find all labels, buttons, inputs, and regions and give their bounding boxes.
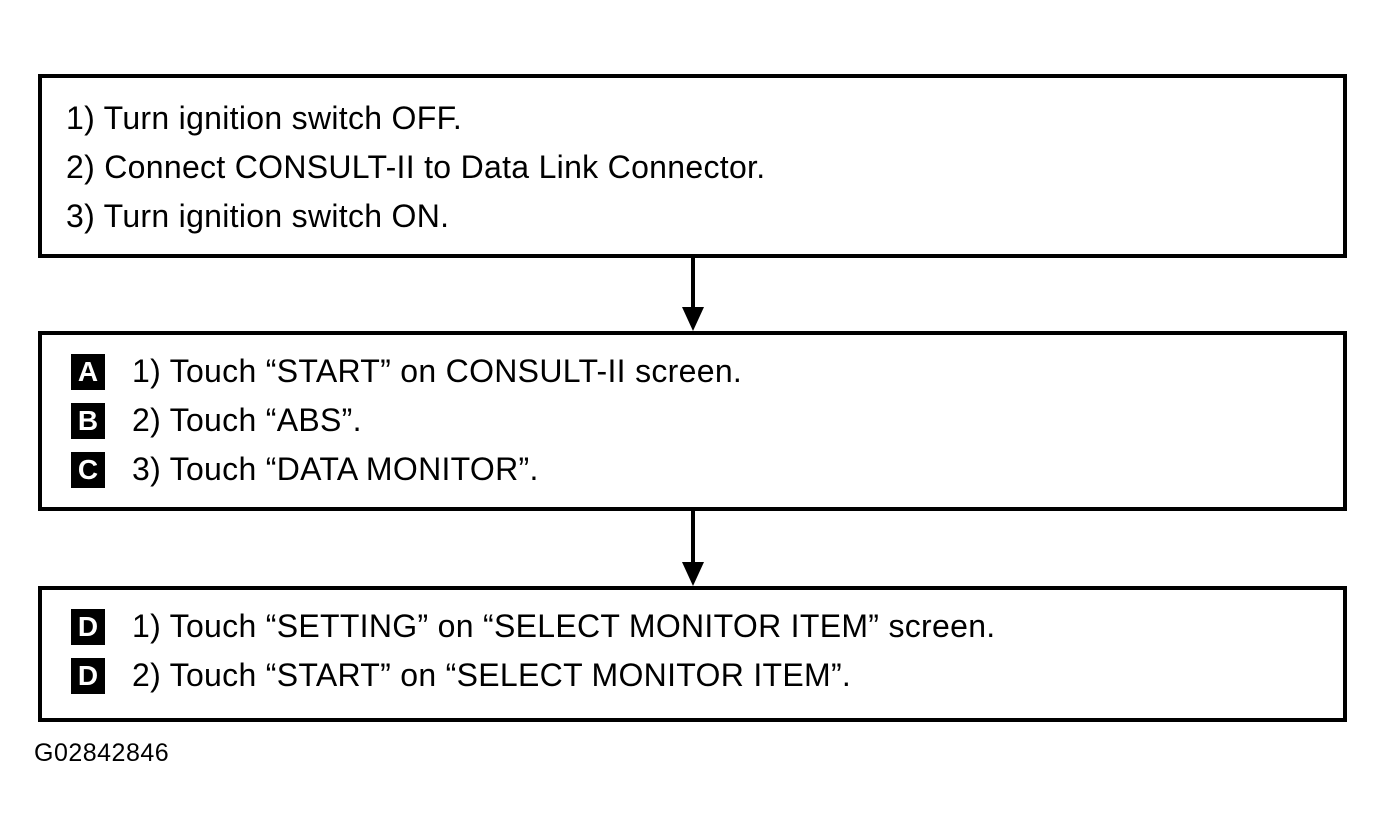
step-text: 2) Touch “START” on “SELECT MONITOR ITEM…: [132, 657, 852, 693]
step-text: 1) Touch “SETTING” on “SELECT MONITOR IT…: [132, 608, 996, 644]
step-row: B 2) Touch “ABS”.: [71, 396, 1343, 445]
flow-box-preparation: 1) Turn ignition switch OFF. 2) Connect …: [38, 74, 1347, 258]
step-text: 2) Touch “ABS”.: [132, 402, 362, 438]
step-row: 2) Connect CONSULT-II to Data Link Conne…: [66, 143, 1343, 192]
arrow-head: [682, 307, 704, 331]
arrow-down-icon: [682, 258, 704, 331]
step-row: 3) Turn ignition switch ON.: [66, 192, 1343, 241]
step-row: D 1) Touch “SETTING” on “SELECT MONITOR …: [71, 602, 1343, 651]
arrow-line: [691, 258, 695, 307]
step-text: 1) Touch “START” on CONSULT-II screen.: [132, 353, 743, 389]
step-badge: D: [71, 657, 105, 694]
arrow-line: [691, 511, 695, 562]
step-text: 3) Turn ignition switch ON.: [66, 198, 450, 234]
arrow-down-icon: [682, 511, 704, 586]
step-badge: A: [71, 353, 105, 390]
flow-box-monitor-setting: D 1) Touch “SETTING” on “SELECT MONITOR …: [38, 586, 1347, 722]
step-badge: B: [71, 402, 105, 439]
step-text: 2) Connect CONSULT-II to Data Link Conne…: [66, 149, 766, 185]
figure-id: G02842846: [34, 739, 170, 767]
step-text: 3) Touch “DATA MONITOR”.: [132, 451, 539, 487]
step-badge: C: [71, 451, 105, 488]
step-row: D 2) Touch “START” on “SELECT MONITOR IT…: [71, 651, 1343, 700]
flow-box-consult-start: A 1) Touch “START” on CONSULT-II screen.…: [38, 331, 1347, 511]
step-row: 1) Turn ignition switch OFF.: [66, 94, 1343, 143]
arrow-head: [682, 562, 704, 586]
step-text: 1) Turn ignition switch OFF.: [66, 100, 463, 136]
step-badge: D: [71, 608, 105, 645]
step-row: C 3) Touch “DATA MONITOR”.: [71, 445, 1343, 494]
step-row: A 1) Touch “START” on CONSULT-II screen.: [71, 347, 1343, 396]
